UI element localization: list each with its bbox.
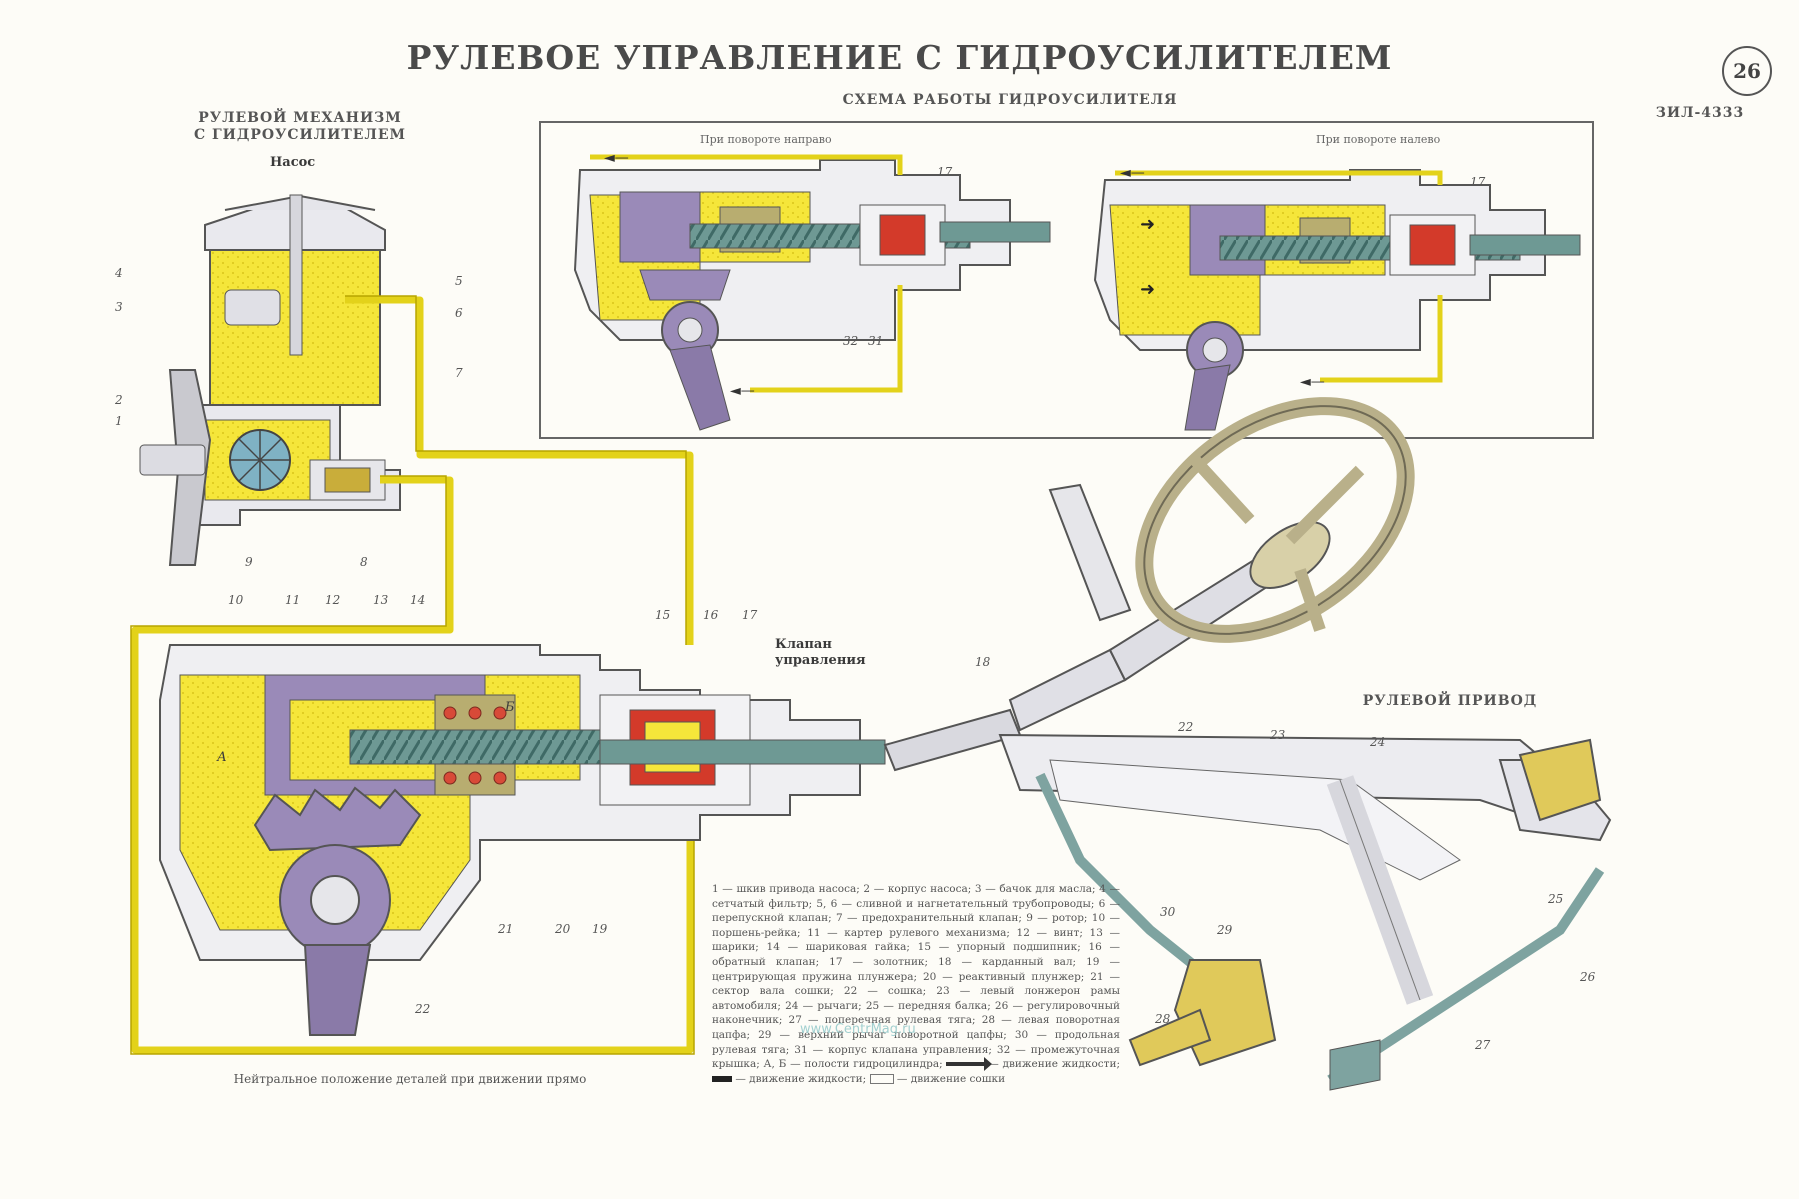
pump-callout-6: 6: [455, 306, 463, 320]
mech-callout-19: 19: [592, 922, 608, 936]
pump-callout-5: 5: [455, 274, 463, 288]
fluid-bold-arrow-icon: [712, 1075, 732, 1082]
valve-label-line-2: управления: [775, 653, 866, 668]
pitman-arrow-icon: [869, 1073, 894, 1084]
pump-callout-3: 3: [115, 300, 123, 314]
pump-assembly: [139, 194, 401, 566]
svg-text:◄—: ◄—: [730, 383, 755, 399]
drive-callout-28: 28: [1155, 1012, 1171, 1026]
legend-fluid-motion: — движение жидкости;: [988, 1058, 1120, 1071]
mech-callout-17: 17: [742, 608, 758, 622]
svg-text:➜: ➜: [1140, 279, 1155, 300]
vehicle-model: ЗИЛ-4333: [1655, 105, 1745, 121]
svg-text:➜: ➜: [1140, 214, 1155, 235]
drive-callout-26: 26: [1580, 970, 1596, 984]
mech-callout-15: 15: [655, 608, 671, 622]
neutral-position-caption: Нейтральное положение деталей при движен…: [233, 1072, 587, 1086]
mech-callout-16: 16: [703, 608, 719, 622]
scheme-title: СХЕМА РАБОТЫ ГИДРОУСИЛИТЕЛЯ: [842, 92, 1178, 108]
valve-label-line-1: Клапан: [775, 637, 832, 652]
page-title: РУЛЕВОЕ УПРАВЛЕНИЕ С ГИДРОУСИЛИТЕЛЕМ: [406, 38, 1393, 77]
valve-label: Клапан управления: [775, 637, 866, 669]
scheme-right-turn-unit: ◄— ◄—: [573, 150, 1051, 431]
drive-callout-30: 30: [1160, 905, 1176, 919]
mech-callout-21: 21: [498, 922, 514, 936]
pump-callout-9: 9: [245, 555, 253, 569]
scheme-callout-31: 31: [868, 334, 884, 348]
pump-callout-1: 1: [115, 414, 123, 428]
drive-callout-23: 23: [1270, 728, 1286, 742]
svg-text:◄—: ◄—: [1300, 374, 1325, 390]
mechanism-title-line-2: С ГИДРОУСИЛИТЕЛЕМ: [193, 127, 407, 143]
steering-column: [883, 397, 1415, 772]
drive-callout-24: 24: [1370, 735, 1386, 749]
drive-callout-29: 29: [1217, 923, 1233, 937]
mech-callout-22: 22: [415, 1002, 431, 1016]
mech-callout-13: 13: [373, 593, 389, 607]
legend-pitman-motion: — движение сошки: [896, 1072, 1006, 1085]
drive-title: РУЛЕВОЙ ПРИВОД: [1362, 693, 1538, 709]
mech-callout-14: 14: [410, 593, 426, 607]
pump-callout-2: 2: [115, 393, 123, 407]
plate-number-badge: 26: [1722, 46, 1772, 96]
legend: 1 — шкив привода насоса; 2 — корпус насо…: [712, 882, 1120, 1086]
scheme-callout-32: 32: [843, 334, 859, 348]
mech-callout-10: 10: [228, 593, 244, 607]
pump-callout-8: 8: [360, 555, 368, 569]
drive-callout-27: 27: [1475, 1038, 1491, 1052]
cavity-a-label: А: [217, 750, 227, 765]
svg-text:◄—: ◄—: [1120, 165, 1145, 181]
scheme-left-turn-unit: ◄— ◄— ➜ ➜: [1093, 165, 1581, 431]
mech-callout-20: 20: [555, 922, 571, 936]
svg-text:◄—: ◄—: [604, 150, 629, 166]
mech-callout-12: 12: [325, 593, 341, 607]
pump-callout-7: 7: [455, 366, 463, 380]
mechanism-title: РУЛЕВОЙ МЕХАНИЗМ С ГИДРОУСИЛИТЕЛЕМ: [180, 110, 420, 144]
legend-fluid-motion-2: — движение жидкости;: [735, 1072, 867, 1085]
mechanism-title-line-1: РУЛЕВОЙ МЕХАНИЗМ: [198, 110, 402, 126]
scheme-callout-17-left: 17: [1470, 175, 1486, 189]
steering-gear: [159, 644, 886, 1036]
mech-callout-11: 11: [285, 593, 301, 607]
oil-lines: [131, 296, 694, 1054]
drive-callout-22: 22: [1178, 720, 1194, 734]
turn-right-label: При повороте направо: [700, 133, 832, 146]
drive-callout-25: 25: [1548, 892, 1564, 906]
fluid-arrow-icon: [946, 1057, 993, 1072]
turn-left-label: При повороте налево: [1316, 133, 1441, 146]
pump-label: Насос: [270, 155, 316, 170]
watermark: www.CentrMag.ru: [800, 1022, 916, 1037]
pump-callout-4: 4: [115, 266, 123, 280]
legend-text: 1 — шкив привода насоса; 2 — корпус насо…: [712, 883, 1120, 1071]
mech-callout-18: 18: [975, 655, 991, 669]
scheme-callout-17-right: 17: [937, 165, 953, 179]
steering-linkage: [998, 733, 1612, 1091]
cavity-b-label: Б: [505, 700, 515, 715]
